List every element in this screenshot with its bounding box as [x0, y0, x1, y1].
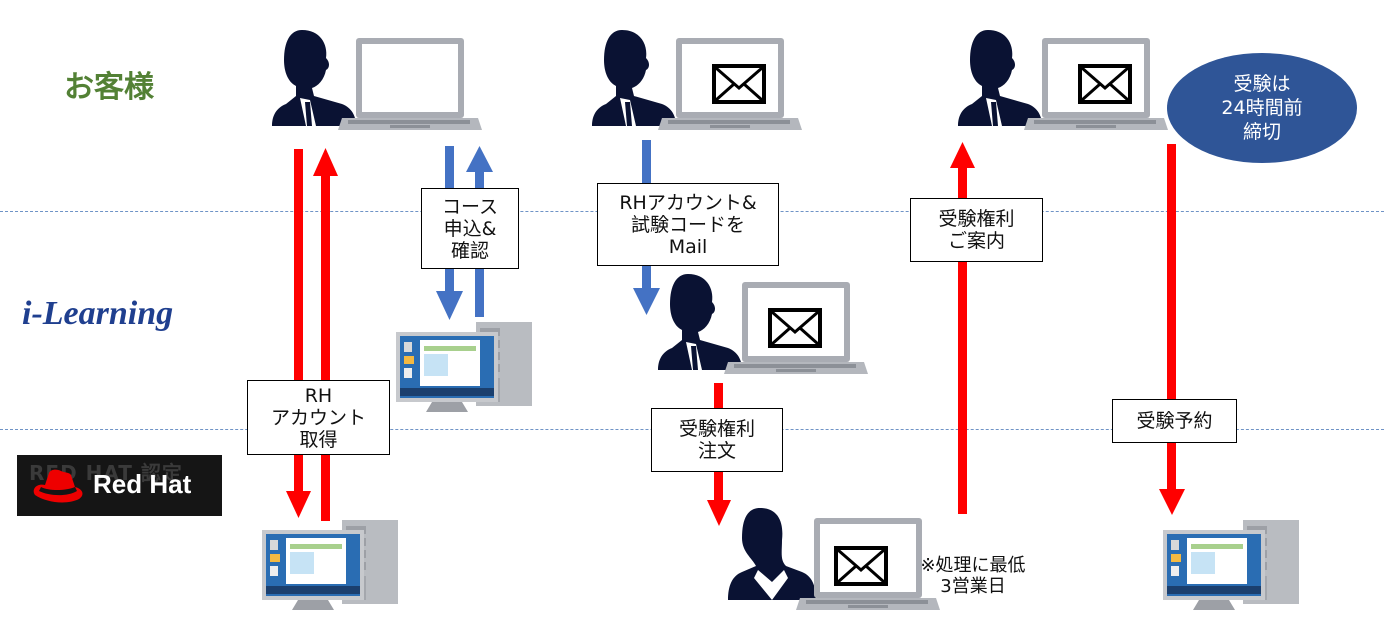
envelope-icon: [834, 546, 888, 586]
arrow-rh-account-up: [313, 148, 338, 521]
redhat-logo: RED HAT 認定 Red Hat: [17, 455, 222, 516]
step-label-order-rights: 受験権利 注文: [651, 408, 783, 472]
step-label-mail-code: RHアカウント& 試験コードを Mail: [597, 183, 779, 266]
redhat-hat-icon: [33, 469, 83, 503]
arrow-rights-notice-up: [950, 142, 975, 514]
envelope-icon: [1078, 64, 1132, 104]
arrow-rh-account-down: [286, 149, 311, 518]
ilearning-logo: i-Learning: [22, 295, 173, 333]
redhat-desktop-pc-1: [262, 520, 398, 610]
envelope-icon: [712, 64, 766, 104]
processing-note: ※処理に最低 3営業日: [920, 555, 1026, 597]
envelope-icon: [768, 308, 822, 348]
redhat-logo-text: Red Hat: [93, 469, 192, 499]
step-label-rights-notice: 受験権利 ご案内: [910, 198, 1043, 262]
ilearning-logo-text: i-Learning: [22, 295, 174, 332]
customer-person-laptop-3: [958, 30, 1168, 130]
deadline-oval: 受験は 24時間前 締切: [1167, 53, 1357, 163]
arrow-exam-booking-down: [1159, 144, 1185, 515]
ilearning-staff-person-laptop: [658, 274, 868, 374]
redhat-desktop-pc-2: [1163, 520, 1299, 610]
ilearning-desktop-pc: [396, 322, 532, 412]
step-label-exam-booking: 受験予約: [1112, 399, 1237, 443]
step-label-course-apply: コース 申込& 確認: [421, 188, 519, 269]
step-label-rh-account: RH アカウント 取得: [247, 380, 390, 455]
customer-person-laptop-1: [272, 30, 482, 130]
customer-person-laptop-2: [592, 30, 802, 130]
redhat-staff-person-laptop: [728, 508, 940, 610]
lane-label-customer: お客様: [64, 70, 154, 105]
